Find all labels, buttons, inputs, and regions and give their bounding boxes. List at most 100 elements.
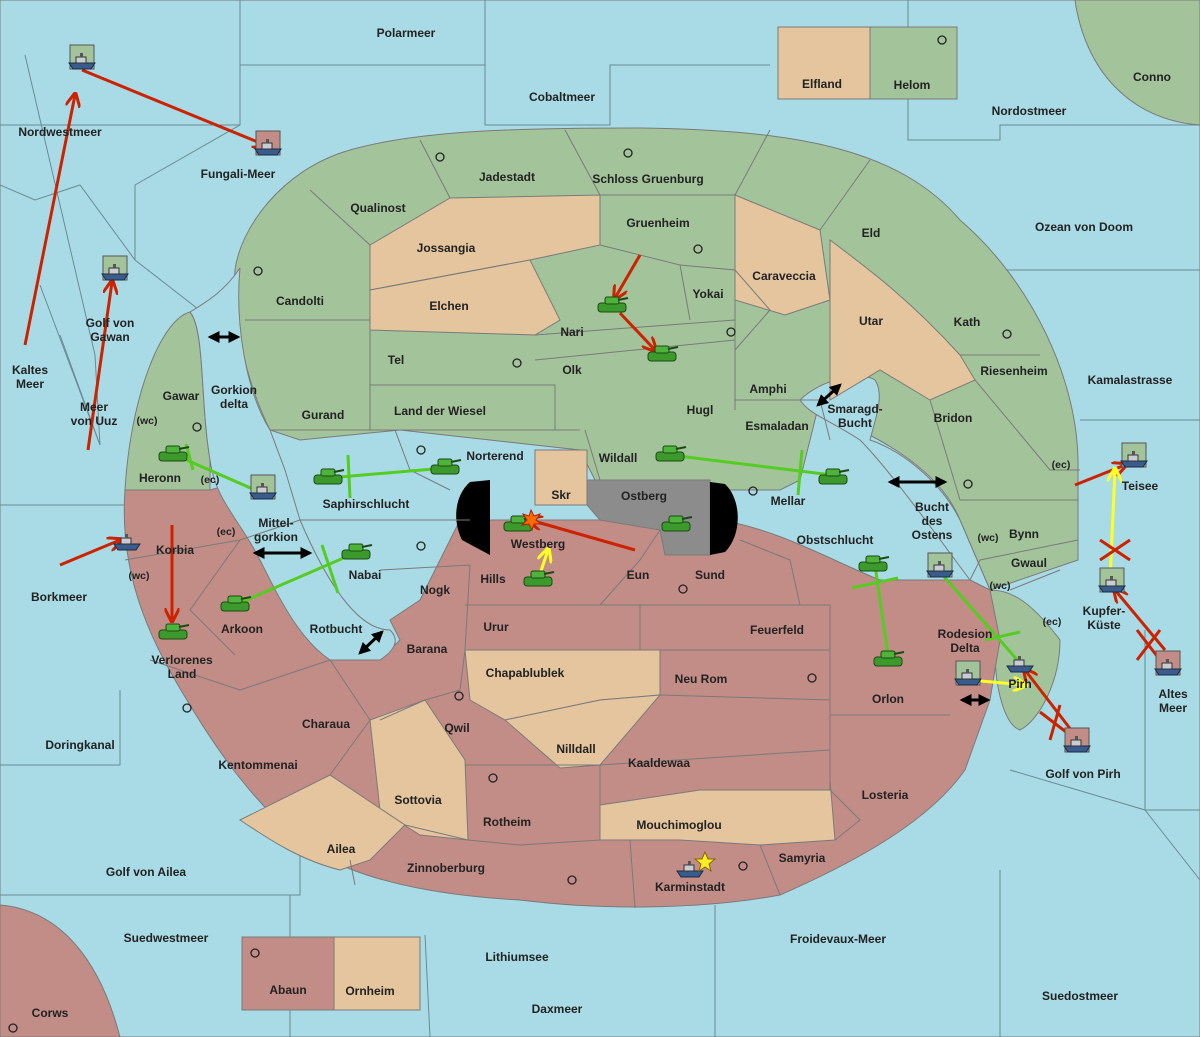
land-label: Caraveccia bbox=[752, 269, 816, 283]
star-icon bbox=[693, 850, 717, 873]
sea-label: Cobaltmeer bbox=[529, 90, 595, 104]
land-label: Amphi bbox=[749, 382, 786, 396]
land-label: Olk bbox=[562, 363, 582, 377]
sea-label: Froidevaux-Meer bbox=[790, 932, 886, 946]
sea-label: Polarmeer bbox=[377, 26, 436, 40]
land-label: Mouchimoglou bbox=[636, 818, 721, 832]
coast-labels: (wc) (ec) (ec) (wc) (ec) (wc) (wc) (ec) bbox=[129, 415, 1071, 628]
land-label: Urur bbox=[483, 620, 509, 634]
sea-label: Kupfer-Küste bbox=[1083, 604, 1126, 632]
sea-label: Borkmeer bbox=[31, 590, 87, 604]
sea-label: Lithiumsee bbox=[485, 950, 549, 964]
land-label: Nilldall bbox=[556, 742, 595, 756]
coast-label: (wc) bbox=[978, 532, 999, 544]
land-label: Nari bbox=[560, 325, 583, 339]
orders-green bbox=[174, 443, 1022, 664]
land-label: Mellar bbox=[771, 494, 806, 508]
sea-label: Daxmeer bbox=[532, 1002, 583, 1016]
land-label: Charaua bbox=[302, 717, 350, 731]
land-label: Heronn bbox=[139, 471, 181, 485]
sea-label: Fungali-Meer bbox=[201, 167, 276, 181]
fleet-kupfer bbox=[1098, 567, 1126, 593]
fleet-bucht bbox=[926, 552, 954, 578]
land-label: Utar bbox=[859, 314, 883, 328]
land-label: Losteria bbox=[862, 788, 909, 802]
sea-labels: Polarmeer Cobaltmeer Nordostmeer Conno N… bbox=[18, 26, 1172, 1020]
fleet-rodesion bbox=[954, 660, 982, 686]
land-label: Korbia bbox=[156, 543, 194, 557]
coast-label: (wc) bbox=[990, 580, 1011, 592]
land-label: Chapablublek bbox=[486, 666, 565, 680]
orders-red bbox=[23, 68, 1167, 736]
fleet-golf-gawan bbox=[101, 255, 129, 281]
borders bbox=[124, 129, 1080, 909]
land-label: Kaaldewaa bbox=[628, 756, 690, 770]
land-label: Orlon bbox=[872, 692, 904, 706]
land-label: Kentommenai bbox=[218, 758, 297, 772]
fleet-fungali bbox=[254, 130, 282, 156]
double-arrow-icon bbox=[207, 331, 991, 706]
interior-waters bbox=[189, 267, 991, 661]
cross-icon bbox=[1039, 538, 1162, 741]
sea-label: Nordwestmeer bbox=[18, 125, 102, 139]
coast-label: (ec) bbox=[201, 474, 220, 486]
land-label: Ornheim bbox=[345, 984, 394, 998]
land-label: Esmaladan bbox=[745, 419, 808, 433]
coast-label: (wc) bbox=[137, 415, 158, 427]
land-labels: Elfland Helom Jadestadt Schloss Gruenbur… bbox=[139, 77, 1048, 998]
land-label: Sottovia bbox=[394, 793, 442, 807]
land-label: Schloss Gruenburg bbox=[592, 172, 703, 186]
land-label: Arkoon bbox=[221, 622, 263, 636]
land-label: Ailea bbox=[327, 842, 356, 856]
sea-label: Corws bbox=[32, 1006, 69, 1020]
sea-label: Smaragd-Bucht bbox=[827, 402, 882, 430]
land-label: Gwaul bbox=[1011, 556, 1047, 570]
coast-label: (wc) bbox=[129, 570, 150, 582]
land-label: Saphirschlucht bbox=[323, 497, 410, 511]
land-label: Sund bbox=[695, 568, 725, 582]
land-label: Barana bbox=[407, 642, 448, 656]
sea-label: Teisee bbox=[1122, 479, 1159, 493]
land-label: Eld bbox=[862, 226, 881, 240]
land-label: Gurand bbox=[302, 408, 345, 422]
land-label: Kath bbox=[954, 315, 981, 329]
land-label: Elfland bbox=[802, 77, 842, 91]
land-label: Candolti bbox=[276, 294, 324, 308]
land-label: Gawar bbox=[163, 389, 200, 403]
land-label: Ostberg bbox=[621, 489, 667, 503]
land-label: Neu Rom bbox=[675, 672, 728, 686]
land-label: Jadestadt bbox=[479, 170, 535, 184]
sea-label: Suedwestmeer bbox=[124, 931, 209, 945]
land-label: Hugl bbox=[687, 403, 714, 417]
sea-label: Kamalastrasse bbox=[1088, 373, 1173, 387]
land-label: Nogk bbox=[420, 583, 450, 597]
land-label: Wildall bbox=[599, 451, 638, 465]
fleet-golf-pirh bbox=[1063, 727, 1091, 753]
coast-label: (ec) bbox=[1043, 616, 1062, 628]
land-label: Eun bbox=[627, 568, 650, 582]
land-label: Qwil bbox=[444, 721, 469, 735]
land-label: Land der Wiesel bbox=[394, 404, 486, 418]
land-label: Nabai bbox=[349, 568, 382, 582]
land-label: Helom bbox=[894, 78, 931, 92]
land-label: Gruenheim bbox=[626, 216, 689, 230]
land-label: Qualinost bbox=[350, 201, 405, 215]
fleet-teisee bbox=[1120, 442, 1148, 468]
land-label: Zinnoberburg bbox=[407, 861, 485, 875]
sea-label: Rotbucht bbox=[310, 622, 363, 636]
land-label: Yokai bbox=[692, 287, 723, 301]
land-label: Norterend bbox=[466, 449, 523, 463]
territories bbox=[239, 194, 976, 871]
sea-label: Conno bbox=[1133, 70, 1171, 84]
units bbox=[68, 44, 1182, 878]
